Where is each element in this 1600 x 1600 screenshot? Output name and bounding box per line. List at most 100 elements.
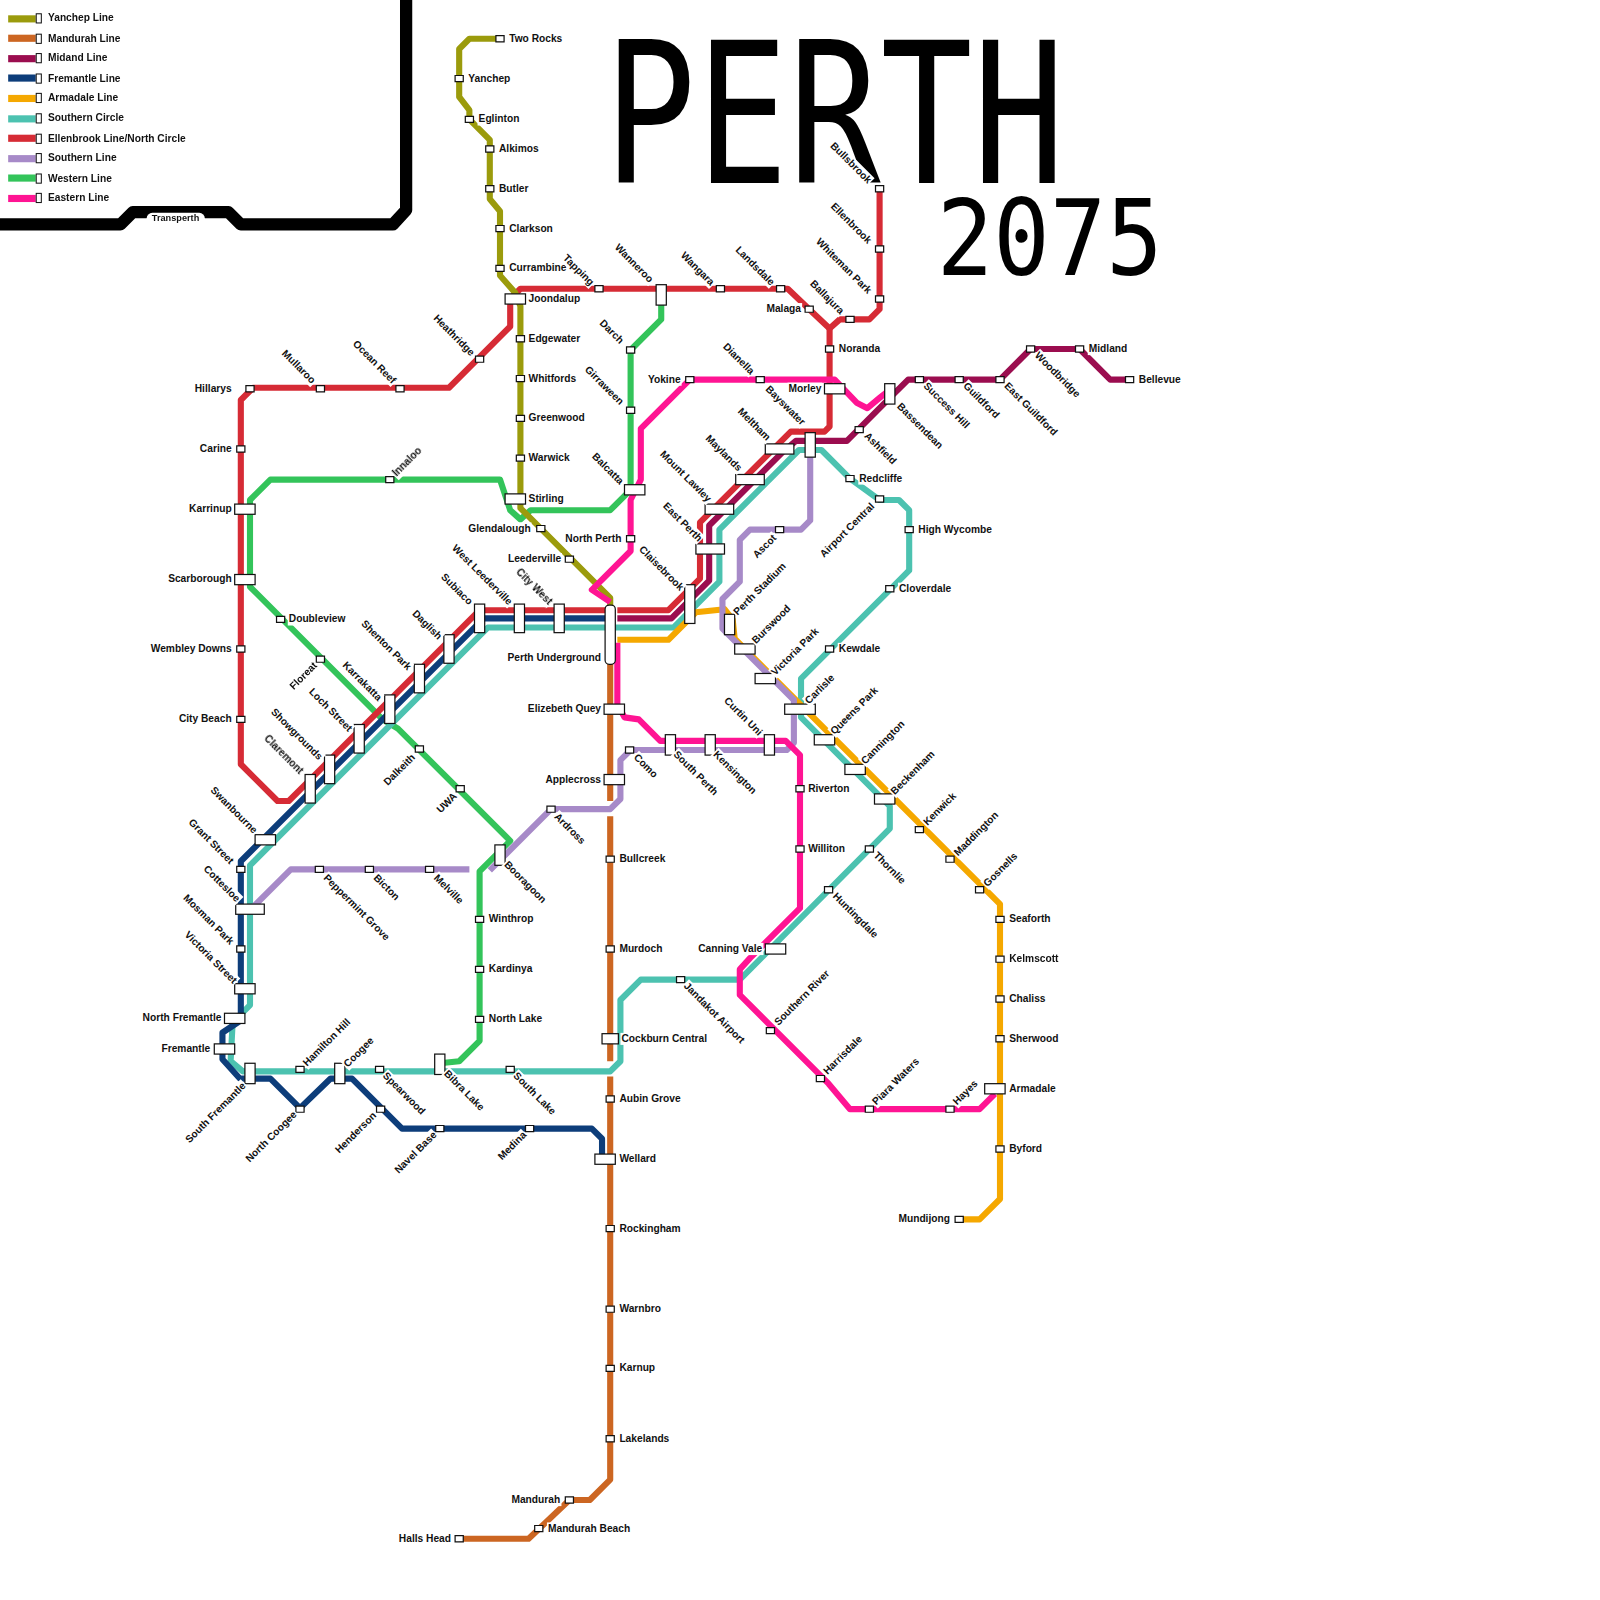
station-label: Balcatta: [589, 450, 627, 488]
station-label: Bullcreek: [618, 853, 666, 865]
station-label: Williton: [807, 843, 846, 855]
station-label: Fremantle: [160, 1043, 211, 1055]
station-label: Alkimos: [498, 143, 540, 155]
station-label: Malaga: [765, 303, 802, 315]
station-label: Two Rocks: [508, 33, 563, 45]
station-label: Heathridge: [430, 312, 478, 360]
station-label: Mandurah: [510, 1494, 561, 1506]
station-label: Bicton: [370, 871, 403, 904]
legend-text: Armadale Line: [47, 92, 119, 104]
eastern-line: [617, 643, 995, 1109]
station-label: Victoria Park: [768, 625, 822, 679]
station-label: Melville: [430, 871, 466, 907]
station-label: Bassendean: [894, 400, 947, 453]
station-label: Sherwood: [1008, 1033, 1059, 1045]
map-title: PERTH: [604, 17, 1065, 213]
station-label: Greenwood: [528, 412, 586, 424]
station-label: Canning Vale: [697, 943, 763, 955]
station-label: Medina: [495, 1128, 530, 1163]
brand-label: Transperth: [147, 213, 205, 224]
legend-swatch: [8, 75, 37, 82]
station-label: Karrinup: [188, 503, 233, 515]
station-label: Darch: [596, 317, 627, 348]
station-label: Navel Base: [391, 1128, 440, 1177]
station-label: North Fremantle: [142, 1012, 223, 1024]
station-label: Warwick: [528, 452, 571, 464]
station-label: Ashfield: [861, 429, 900, 468]
station-label: Winthrop: [488, 913, 535, 925]
station-label: Chaliss: [1008, 993, 1046, 1005]
legend-text: Mandurah Line: [47, 32, 122, 44]
station-label: Edgewater: [528, 333, 582, 345]
legend-station-marker: [36, 93, 42, 103]
station-label: Kewdale: [838, 643, 881, 655]
station-label: Wangara: [677, 249, 717, 289]
station-label: Mount Lawley: [657, 448, 715, 506]
station-label: Doubleview: [288, 613, 347, 625]
station-label: Daglish: [409, 607, 445, 643]
station-label: Dianella: [720, 340, 758, 378]
station-label: Riverton: [807, 783, 850, 795]
station-label: Loch Street: [306, 685, 356, 735]
station-label: Piara Waters: [869, 1055, 923, 1109]
station-label: City Beach: [178, 713, 233, 725]
legend-station-marker: [36, 13, 42, 23]
legend-text: Eastern Line: [47, 192, 110, 204]
station-label: Redcliffe: [858, 472, 903, 484]
station-label: Airport Central: [817, 500, 878, 561]
legend-swatch: [8, 175, 37, 182]
legend-station-marker: [36, 113, 42, 123]
station-label: Ardross: [551, 810, 589, 848]
station-label: Seaforth: [1008, 913, 1051, 925]
station-label: UWA: [434, 790, 461, 817]
station-label: Mullaroo: [278, 347, 318, 387]
station-label: Scarborough: [167, 572, 233, 584]
station-label: Morley: [788, 383, 823, 395]
legend-swatch: [8, 195, 37, 202]
southern-line: [490, 439, 810, 871]
station-label: High Wycombe: [917, 523, 993, 535]
legend-swatch: [8, 155, 37, 162]
station-label: Gosnells: [980, 849, 1021, 890]
station-label: Hillarys: [194, 383, 233, 395]
station-label: Huntingdale: [829, 890, 881, 942]
station-label: Kardinya: [488, 963, 534, 975]
station-label: South Fremantle: [182, 1079, 249, 1146]
station-label: City West: [512, 566, 555, 609]
station-label: Meltham: [734, 405, 773, 444]
station-label: Subiaco: [438, 570, 476, 608]
station-label: Byford: [1008, 1143, 1043, 1155]
legend-station-marker: [36, 73, 42, 83]
station-label: Hayes: [950, 1077, 981, 1108]
station-label: Kenwick: [920, 789, 959, 828]
legend-swatch: [8, 15, 37, 22]
station-label: Woodbridge: [1031, 349, 1083, 401]
legend-swatch: [8, 135, 37, 142]
station-label: Ascot: [750, 531, 780, 561]
station-label: Claisebrook: [636, 543, 687, 594]
legend-station-marker: [36, 153, 42, 163]
station-label: Harrisdale: [820, 1032, 865, 1077]
legend-station-marker: [36, 33, 42, 43]
legend-station-marker: [36, 53, 42, 63]
legend-swatch: [8, 35, 37, 42]
station-label: Cloverdale: [898, 583, 952, 595]
ellenbrook-line: [617, 329, 829, 611]
armadale-line: [617, 609, 1000, 1219]
station-label: Maddington: [951, 808, 1002, 859]
station-label: Wembley Downs: [150, 643, 233, 655]
legend-text: Midand Line: [47, 52, 109, 64]
station-label: Shenton Park: [358, 617, 415, 674]
legend-frame: [0, 0, 406, 224]
station-label: North Perth: [564, 533, 622, 545]
station-label: Curtin Uni: [721, 694, 766, 739]
station-label: Applecross: [544, 773, 602, 785]
legend-text: Yanchep Line: [47, 12, 115, 24]
station-label: Guildford: [960, 379, 1003, 422]
midland-line: [617, 349, 1129, 618]
station-label: Ocean Reef: [349, 337, 399, 387]
map-subtitle: 2075: [937, 187, 1163, 292]
station-label: Rockingham: [618, 1222, 681, 1234]
station-label: Dalkeith: [380, 751, 418, 789]
